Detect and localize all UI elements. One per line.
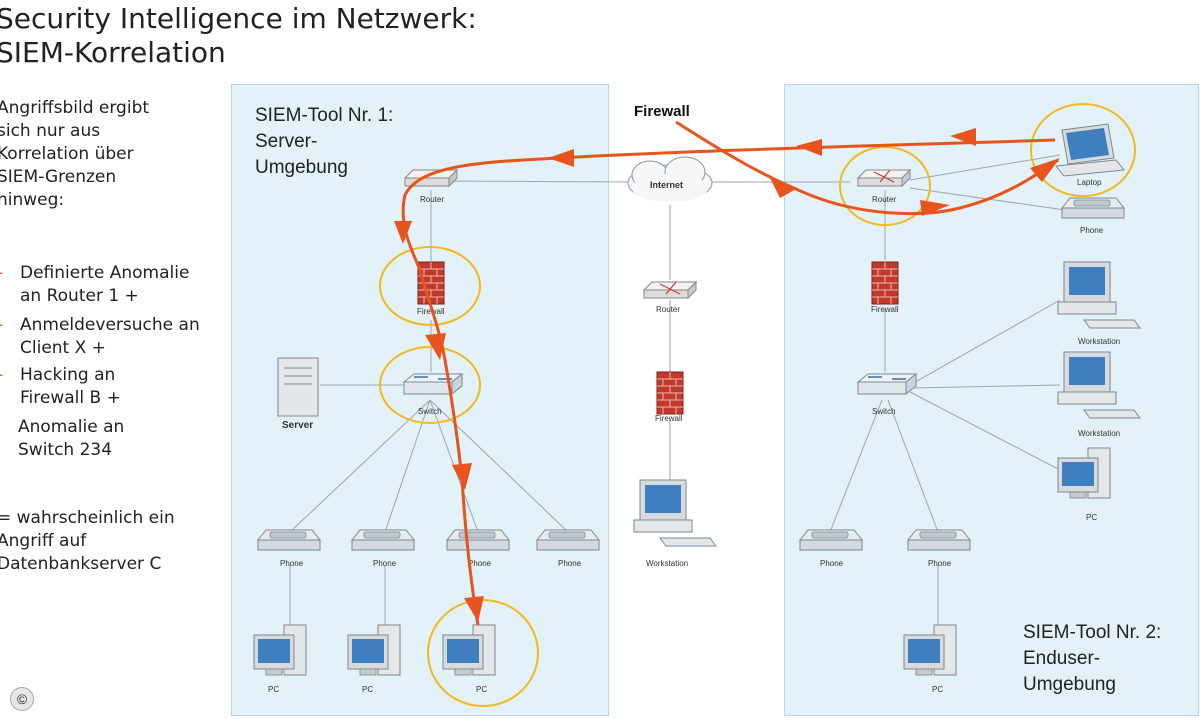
pc-icon	[903, 624, 957, 676]
bullet-text: Definierte Anomalie an Router 1 +	[20, 263, 190, 306]
intro-line: Korrelation über	[0, 144, 134, 164]
panel-label-line: Enduser-	[1023, 648, 1101, 669]
pc-label: PC	[476, 685, 487, 694]
server-label: Server	[282, 420, 313, 431]
title-line-2: SIEM-Korrelation	[0, 36, 226, 69]
siem-tool-1-panel	[231, 84, 609, 716]
pc-icon	[442, 624, 496, 676]
intro-line: sich nur aus	[0, 121, 101, 141]
internet-cloud-icon	[627, 156, 713, 202]
firewall-label: Firewall	[871, 305, 899, 314]
switch-label: Switch	[418, 407, 442, 416]
phone-icon	[907, 529, 971, 551]
panel-label-line: SIEM-Tool Nr. 2:	[1023, 622, 1162, 643]
phone-icon	[1061, 197, 1125, 219]
pc-label: PC	[932, 685, 943, 694]
conclusion-line: = wahrscheinlich ein	[0, 508, 175, 528]
siem-tool-1-label: SIEM-Tool Nr. 1: Server- Umgebung	[255, 103, 393, 181]
switch-label: Switch	[872, 407, 896, 416]
copyright-icon: ©	[10, 687, 34, 711]
title-line-1: Security Intelligence im Netzwerk:	[0, 2, 477, 35]
pc-icon	[253, 624, 307, 676]
page-title: Security Intelligence im Netzwerk: SIEM-…	[0, 2, 477, 70]
panel-label-line: Umgebung	[1023, 674, 1116, 695]
intro-line: SIEM-Grenzen	[0, 167, 117, 187]
pc-icon	[347, 624, 401, 676]
phone-icon	[799, 529, 863, 551]
workstation-label: Workstation	[646, 559, 688, 568]
intro-text: Angriffsbild ergibt sich nur aus Korrela…	[0, 97, 149, 212]
phone-icon	[536, 529, 600, 551]
workstation-label: Workstation	[1078, 429, 1120, 438]
phone-icon	[446, 529, 510, 551]
conclusion-line: Datenbankserver C	[0, 554, 162, 574]
switch-icon	[857, 373, 917, 395]
phone-icon	[351, 529, 415, 551]
workstation-icon	[633, 479, 717, 547]
internet-label: Internet	[650, 180, 683, 190]
workstation-icon	[1057, 351, 1141, 419]
phone-label: Phone	[558, 559, 582, 568]
intro-line: hinweg:	[0, 190, 65, 210]
router-label: Router	[656, 305, 680, 314]
firewall-callout-label: Firewall	[634, 103, 690, 120]
phone-label: Phone	[468, 559, 492, 568]
panel-label-line: SIEM-Tool Nr. 1:	[255, 105, 394, 126]
intro-line: Angriffsbild ergibt	[0, 98, 150, 118]
bullet-item: - Definierte Anomalie an Router 1 +	[0, 262, 189, 306]
laptop-label: Laptop	[1077, 178, 1102, 187]
laptop-icon	[1055, 123, 1125, 177]
pc-label: PC	[362, 685, 373, 694]
panel-label-line: Umgebung	[255, 157, 348, 178]
pc-icon	[1057, 447, 1111, 499]
workstation-icon	[1057, 261, 1141, 329]
bullet-marker: -	[0, 365, 3, 385]
firewall-label: Firewall	[417, 307, 445, 316]
firewall-icon	[656, 371, 684, 415]
router-cross-icon	[659, 281, 681, 295]
switch-icon	[403, 373, 463, 395]
phone-label: Phone	[280, 559, 304, 568]
pc-label: PC	[268, 685, 279, 694]
bullet-text: Hacking an Firewall B +	[20, 365, 121, 408]
router-cross-icon	[873, 169, 895, 183]
workstation-label: Workstation	[1078, 337, 1120, 346]
siem-tool-2-label: SIEM-Tool Nr. 2: Enduser- Umgebung	[1023, 620, 1161, 698]
panel-label-line: Server-	[255, 131, 318, 152]
phone-label: Phone	[1080, 226, 1104, 235]
firewall-label: Firewall	[655, 414, 683, 423]
router-label: Router	[420, 195, 444, 204]
firewall-icon	[871, 261, 899, 305]
phone-label: Phone	[928, 559, 952, 568]
phone-label: Phone	[820, 559, 844, 568]
conclusion-text: = wahrscheinlich ein Angriff auf Datenba…	[0, 507, 175, 576]
phone-label: Phone	[373, 559, 397, 568]
bullet-item: Anomalie an Switch 234	[0, 416, 124, 460]
bullet-item: - Anmeldeversuche an Client X +	[0, 314, 200, 358]
siem-tool-2-panel	[784, 84, 1199, 716]
highlight-circles	[379, 103, 1136, 707]
router-label: Router	[872, 195, 896, 204]
bullet-marker: -	[0, 263, 3, 283]
bullet-marker: -	[0, 315, 3, 335]
firewall-icon	[417, 261, 445, 305]
bullet-text: Anmeldeversuche an Client X +	[20, 315, 200, 358]
phone-icon	[257, 529, 321, 551]
conclusion-line: Angriff auf	[0, 531, 87, 551]
server-icon	[277, 357, 319, 417]
attack-arrowheads	[394, 128, 1060, 622]
pc-label: PC	[1086, 513, 1097, 522]
bullet-text: Anomalie an Switch 234	[18, 417, 125, 460]
bullet-item: - Hacking an Firewall B +	[0, 364, 121, 408]
